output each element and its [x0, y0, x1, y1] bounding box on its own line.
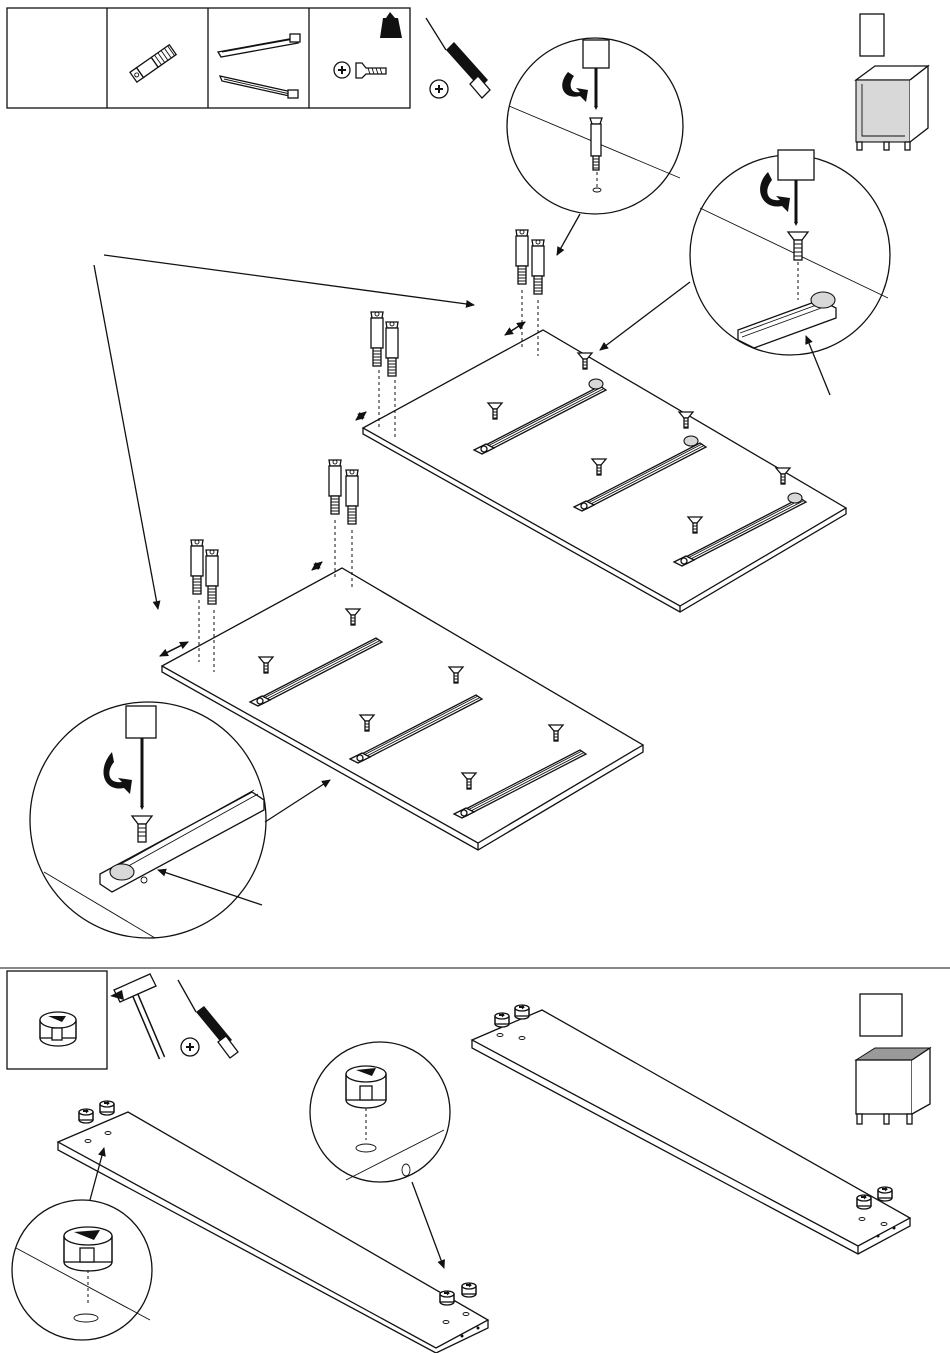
screw-bag-icon — [380, 12, 402, 38]
detail-circle-cam-install — [310, 1042, 450, 1182]
drawer-runner-icon — [218, 34, 300, 98]
parts-box-top — [7, 8, 410, 108]
screwdriver-icon — [426, 18, 490, 98]
hammer-icon — [110, 974, 162, 1058]
detail-circle-runner-screw — [690, 150, 890, 355]
detail-circle-cam-install-2 — [12, 1200, 152, 1340]
rail-board-right — [472, 1010, 910, 1254]
detail-circle-runner-install — [30, 702, 266, 938]
cabinet-thumbnail-bottom — [856, 994, 930, 1124]
cam-lock-icon — [40, 1012, 76, 1046]
screwdriver-icon-bottom — [178, 980, 238, 1058]
cabinet-thumbnail-top — [856, 14, 928, 150]
detail-circle-bolt — [507, 38, 683, 214]
screw-icon — [334, 62, 386, 78]
parts-box-bottom — [7, 971, 107, 1069]
cam-bolt-icon — [130, 45, 176, 82]
panel-upper — [363, 330, 846, 612]
